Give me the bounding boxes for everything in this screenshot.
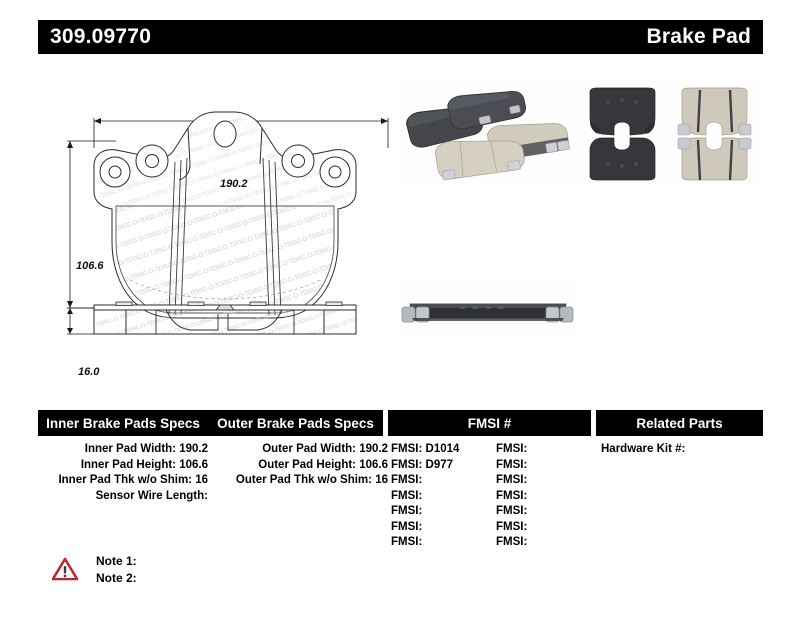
spec-label: FMSI:	[496, 505, 528, 517]
spec-label: FMSI:	[391, 443, 423, 455]
part-number: 309.09770	[50, 25, 152, 48]
spec-value: 106.6	[356, 458, 388, 471]
column-header-outer-specs: Outer Brake Pads Specs	[208, 410, 383, 436]
brake-pad-line-drawing: DISC-O-TECH DISC-O-TECH	[67, 111, 389, 319]
spec-label: FMSI:	[391, 520, 423, 533]
spec-row: Outer Pad Width: 190.2	[213, 442, 388, 458]
brake-pad-side-profile-drawing: DISC-O-TECH	[67, 301, 357, 335]
spec-label: Inner Pad Width:	[84, 443, 177, 455]
spec-row: FMSI:	[391, 520, 491, 536]
spec-label: FMSI:	[391, 505, 423, 517]
spec-label: FMSI:	[496, 474, 528, 486]
header-divider-2	[591, 410, 596, 436]
spec-row: FMSI:	[391, 535, 491, 551]
spec-row: Inner Pad Height: 106.6	[38, 458, 208, 474]
spec-value: D977	[422, 458, 454, 471]
column-header-fmsi: FMSI #	[388, 410, 591, 436]
spec-row: Inner Pad Thk w/o Shim: 16	[38, 473, 208, 489]
spec-value: 190.2	[176, 443, 208, 455]
spec-value: 106.6	[176, 458, 208, 471]
spec-label: Outer Pad Width:	[262, 443, 357, 455]
spec-value: 16	[372, 474, 388, 486]
spec-row: FMSI:	[496, 458, 596, 474]
spec-row: FMSI:	[496, 520, 596, 536]
spec-label: Hardware Kit #:	[601, 443, 686, 455]
dimension-height-label: 106.6	[76, 260, 104, 272]
spec-row: FMSI:	[496, 504, 596, 520]
spec-value: D1014	[422, 443, 460, 455]
header-bar: 309.09770 Brake Pad	[38, 20, 763, 54]
specs-table-header-row: Inner Brake Pads Specs Outer Brake Pads …	[38, 410, 763, 436]
note-line-2: Note 2:	[96, 571, 137, 585]
spec-row: Hardware Kit #:	[601, 442, 781, 458]
spec-row: FMSI:	[496, 442, 596, 458]
spec-label: FMSI:	[496, 443, 528, 455]
spec-label: FMSI:	[391, 536, 423, 548]
spec-label: FMSI:	[391, 458, 423, 471]
note-line-1: Note 1:	[96, 554, 137, 568]
column-header-inner-specs: Inner Brake Pads Specs	[38, 410, 208, 436]
notes-text-block: Note 1: Note 2:	[96, 553, 137, 587]
spec-label: FMSI:	[391, 474, 423, 486]
spec-row: Inner Pad Width: 190.2	[38, 442, 208, 458]
notes-section: Note 1: Note 2:	[52, 553, 137, 587]
spec-label: FMSI:	[496, 536, 528, 548]
technical-drawing: DISC-O-TECH DISC-O-TECH	[38, 66, 398, 378]
spec-row: FMSI:	[391, 473, 491, 489]
dimension-thickness-label: 16.0	[78, 366, 100, 378]
product-photo-front-back-grid	[578, 82, 764, 186]
spec-value: 190.2	[356, 443, 388, 455]
column-header-related-parts: Related Parts	[596, 410, 763, 436]
spec-row: Sensor Wire Length:	[38, 489, 208, 505]
spec-label: Inner Pad Height:	[80, 458, 177, 471]
spec-row: Outer Pad Height: 106.6	[213, 458, 388, 474]
product-photo-edge-profile	[398, 278, 578, 340]
header-divider-1	[383, 410, 388, 436]
spec-label: Inner Pad Thk w/o Shim:	[58, 474, 192, 486]
spec-label: FMSI:	[496, 520, 528, 533]
spec-row: FMSI:	[391, 489, 491, 505]
spec-label: Outer Pad Thk w/o Shim:	[235, 474, 372, 486]
fmsi-column-b: FMSI: FMSI: FMSI: FMSI: FMSI: FMSI: FMSI:	[496, 442, 596, 551]
related-parts-column: Hardware Kit #:	[601, 442, 781, 458]
spec-row: FMSI:	[496, 473, 596, 489]
product-photo-angled-set	[398, 82, 576, 186]
spec-row: FMSI:	[391, 504, 491, 520]
spec-label: FMSI:	[391, 489, 423, 502]
spec-label: FMSI:	[496, 458, 528, 471]
spec-label: Sensor Wire Length:	[95, 489, 208, 502]
spec-row: FMSI:	[496, 535, 596, 551]
page-title: Brake Pad	[646, 25, 751, 48]
warning-triangle-icon	[52, 557, 78, 581]
dimension-width-label: 190.2	[220, 178, 248, 190]
spec-value: 16	[192, 474, 208, 486]
specs-table: Inner Brake Pads Specs Outer Brake Pads …	[38, 410, 763, 566]
spec-row: Outer Pad Thk w/o Shim: 16	[213, 473, 388, 489]
spec-label: FMSI:	[496, 489, 528, 502]
spec-row: FMSI:	[496, 489, 596, 505]
spec-label: Outer Pad Height:	[258, 458, 357, 471]
spec-row: FMSI: D977	[391, 458, 491, 474]
spec-row: FMSI: D1014	[391, 442, 491, 458]
